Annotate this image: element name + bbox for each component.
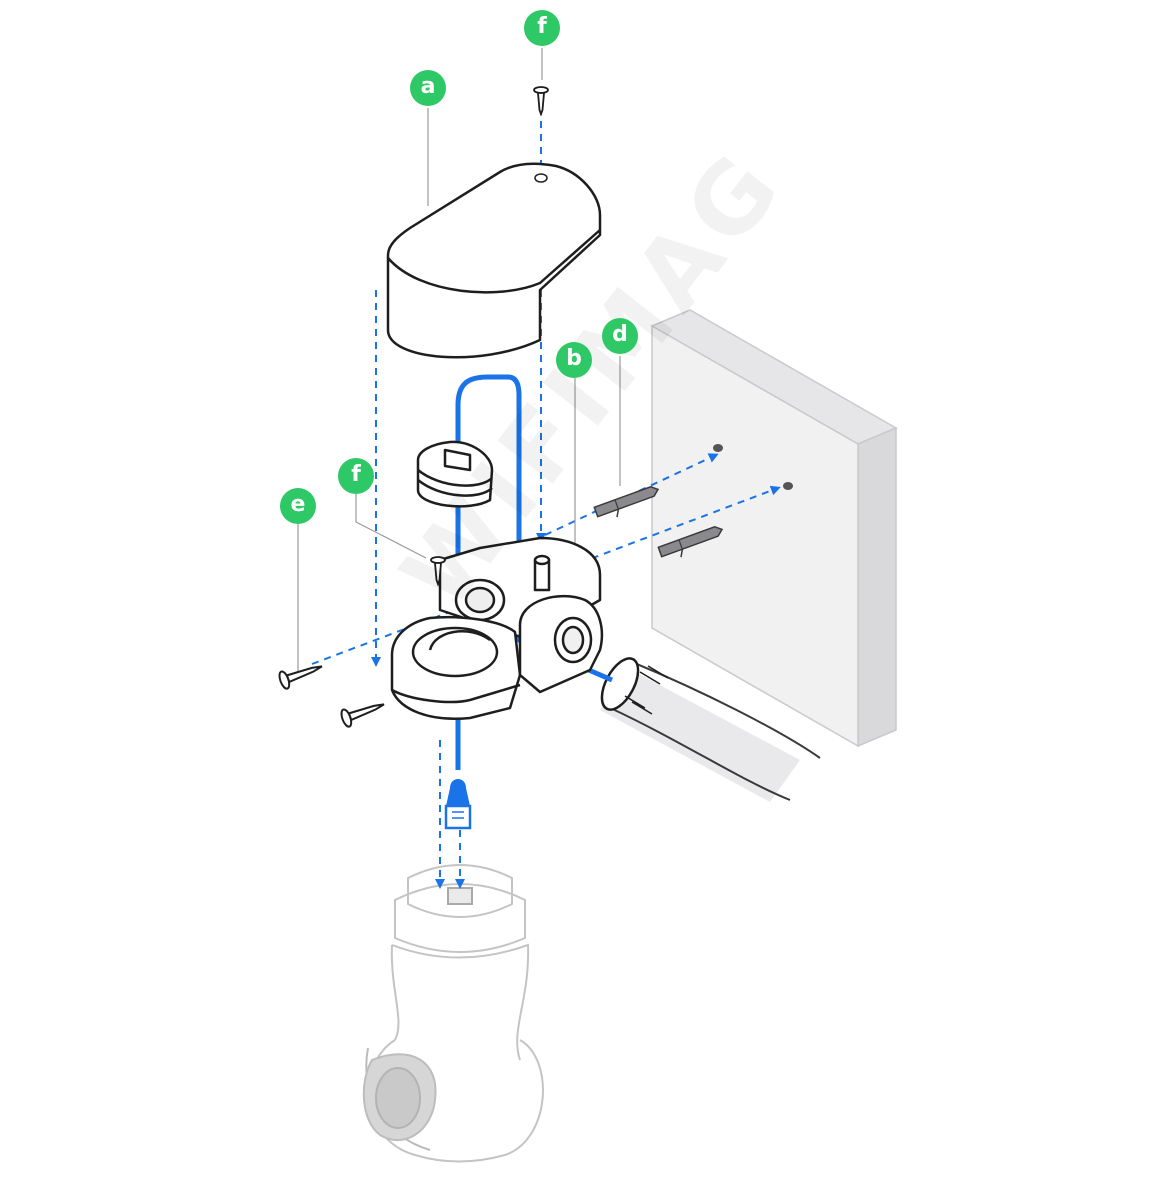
cover-part: [386, 162, 602, 359]
conduit-icon: [600, 657, 821, 802]
mount-base-part: [390, 536, 604, 720]
screw-icon: [430, 556, 446, 587]
anchor-icon: [657, 525, 724, 558]
wall-icon: [650, 309, 898, 748]
screw-icon: [533, 86, 549, 117]
callout-f-top: f: [524, 10, 560, 46]
camera-icon: [362, 864, 544, 1163]
anchor-icon: [593, 485, 660, 518]
callout-b: b: [556, 342, 592, 378]
screw-icon: [340, 703, 385, 728]
leader-lines: [297, 48, 621, 672]
callout-e: e: [280, 488, 316, 524]
network-cable: [455, 374, 613, 770]
rj45-connector-icon: [444, 779, 472, 830]
callout-f-side: f: [338, 458, 374, 494]
cable-grommet: [416, 440, 494, 508]
callout-a: a: [410, 70, 446, 106]
callout-d: d: [602, 318, 638, 354]
screw-icon: [278, 665, 323, 690]
